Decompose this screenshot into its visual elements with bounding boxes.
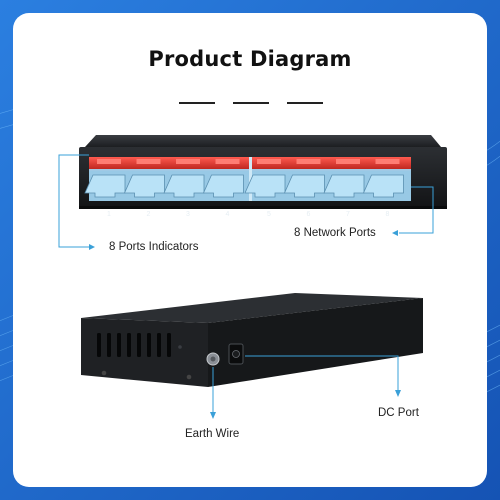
port-number-label: 2	[147, 211, 151, 218]
vent-slot	[137, 333, 141, 357]
network-port	[163, 174, 205, 198]
title-divider	[287, 102, 323, 104]
switch-rear-panel	[81, 318, 208, 387]
vent-slot	[157, 333, 161, 357]
vent-slot	[107, 333, 111, 357]
vent-slot	[127, 333, 131, 357]
switch-front-view: 1 2 3 4 5 6 7 8	[79, 135, 447, 218]
screw	[101, 370, 107, 376]
port-indicator-led	[336, 159, 360, 164]
vent-slot	[147, 333, 151, 357]
port-indicator-led	[257, 159, 281, 164]
network-port	[283, 174, 325, 198]
network-port	[244, 174, 286, 198]
indicators-callout-line	[58, 154, 93, 248]
dc-callout-arrow	[395, 390, 401, 397]
network-ports-label: 8 Network Ports	[294, 227, 376, 239]
port-number-label: 5	[267, 211, 271, 218]
port-indicator-led	[296, 159, 321, 164]
indicator-led	[178, 345, 182, 349]
port-indicator-led	[136, 159, 161, 164]
dc-callout-line	[245, 355, 399, 391]
vent-slot	[97, 333, 101, 357]
vent-slots	[97, 333, 171, 357]
title-divider	[233, 102, 269, 104]
port-indicator-led	[97, 159, 121, 164]
earth-callout-arrow	[210, 412, 216, 419]
dc-port-label: DC Port	[378, 407, 419, 419]
port-number-label: 6	[307, 211, 311, 218]
screw	[186, 374, 192, 380]
port-number-label: 4	[226, 211, 230, 218]
port-group-divider	[249, 157, 252, 201]
product-diagram: 1 2 3 4 5 6 7 8	[58, 135, 447, 419]
switch-top-surface	[85, 135, 441, 147]
port-number-label: 1	[107, 211, 111, 218]
network-port	[323, 174, 365, 198]
port-number-label: 7	[346, 211, 350, 218]
port-number-label: 8	[386, 211, 390, 218]
earth-wire-label: Earth Wire	[185, 428, 240, 440]
switch-rear-side	[208, 298, 423, 387]
network-port	[123, 174, 165, 198]
product-card: Product Diagram	[13, 13, 487, 487]
switch-bottom-edge	[79, 206, 447, 209]
page-title: Product Diagram	[148, 47, 352, 71]
network-port	[84, 174, 126, 198]
switch-rear-top	[81, 293, 423, 323]
network-port	[202, 174, 244, 198]
port-indicator-led	[176, 159, 200, 164]
vent-slot	[117, 333, 121, 357]
vent-slot	[167, 333, 171, 357]
port-number-label: 3	[186, 211, 190, 218]
network-callout-arrow	[392, 230, 398, 236]
network-callout-line	[399, 186, 434, 234]
title-divider	[179, 102, 215, 104]
network-ports: 1 2 3 4 5 6 7 8	[84, 159, 404, 218]
network-port	[362, 174, 404, 198]
port-indicator-led	[215, 159, 240, 164]
port-indicator-led	[375, 159, 400, 164]
indicators-callout-arrow	[89, 244, 95, 250]
switch-rear-view	[81, 293, 423, 387]
port-indicators-label: 8 Ports Indicators	[109, 241, 199, 253]
